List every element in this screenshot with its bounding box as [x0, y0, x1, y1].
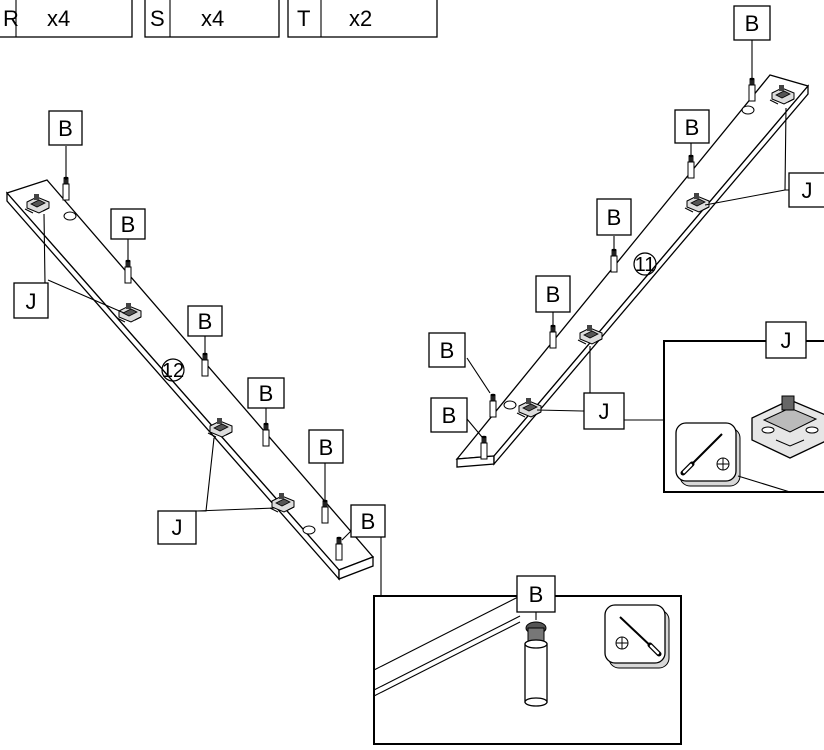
dowel-icon	[687, 154, 695, 179]
dowel-icon	[201, 352, 209, 377]
wooden-dowel-icon	[524, 621, 548, 707]
panel-number-12: 12	[162, 360, 184, 382]
dowel-icon	[489, 393, 497, 418]
label-j: J	[26, 289, 37, 314]
screwdriver-icon	[675, 422, 741, 487]
label-b: B	[319, 435, 334, 460]
label-b: B	[745, 11, 760, 36]
part-letter-s: S	[150, 6, 165, 31]
screwdriver-icon	[604, 604, 670, 669]
part-letter-t: T	[297, 6, 310, 31]
dowel-icon	[321, 499, 329, 524]
dowel-icon	[335, 536, 343, 561]
part-letter-r: R	[3, 6, 19, 31]
panel-12: 12	[5, 179, 375, 581]
label-b: B	[685, 115, 700, 140]
label-j: J	[172, 515, 183, 540]
label-b: B	[607, 205, 622, 230]
hinge-mounting-plate-icon	[751, 395, 824, 459]
label-b: B	[442, 403, 457, 428]
dowel-icon	[62, 176, 70, 201]
dowel-icon	[549, 324, 557, 349]
part-qty-s: x4	[201, 6, 224, 31]
label-b: B	[259, 381, 274, 406]
label-j: J	[599, 399, 610, 424]
callout-labels: B B B B B B J J B B B B B B J J	[13, 5, 824, 545]
dowel-icon	[262, 422, 270, 447]
label-b: B	[440, 338, 455, 363]
parts-table: R x4 S x4 T x2	[0, 0, 438, 38]
dowel-icon	[748, 77, 756, 102]
dowel-icon	[124, 259, 132, 284]
panel-11: 11	[455, 74, 810, 468]
label-b: B	[58, 116, 73, 141]
dowel-icon	[480, 435, 488, 460]
label-j: J	[802, 178, 813, 203]
detail-hinge-box: J	[663, 321, 824, 493]
part-qty-r: x4	[47, 6, 70, 31]
label-b: B	[546, 282, 561, 307]
leader-lines	[37, 40, 808, 596]
dowel-icon	[610, 248, 618, 273]
panel-number-11: 11	[635, 254, 656, 276]
detail-dowel-label: B	[529, 582, 544, 607]
detail-dowel-box: B	[373, 575, 682, 745]
label-b: B	[361, 509, 376, 534]
label-b: B	[198, 309, 213, 334]
label-b: B	[121, 212, 136, 237]
detail-hinge-label: J	[781, 328, 792, 353]
part-qty-t: x2	[349, 6, 372, 31]
